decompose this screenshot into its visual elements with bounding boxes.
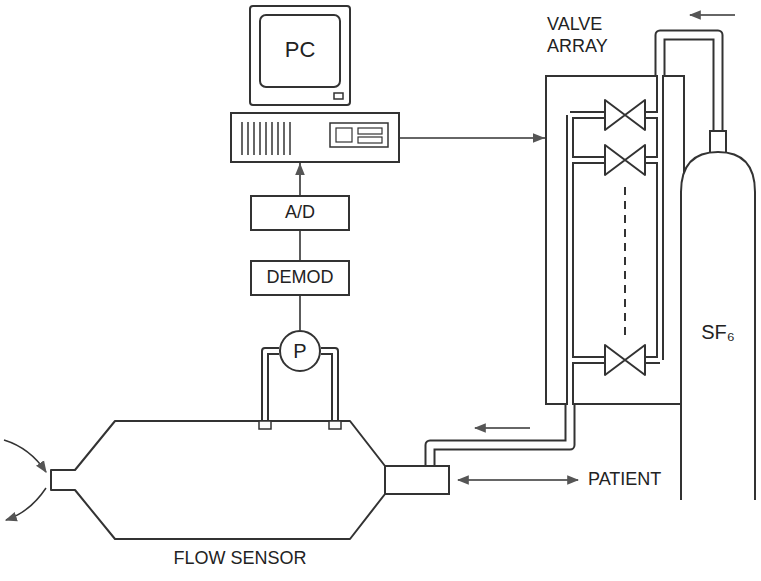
- pressure-transducer: P: [279, 330, 321, 372]
- flow-sensor: FLOW SENSOR: [50, 420, 450, 540]
- gas-tube: [265, 351, 279, 420]
- gas-flow-arrow: [690, 14, 735, 16]
- valve-array: VALVE ARRAY: [545, 75, 685, 405]
- converter-box: A/D: [250, 195, 350, 231]
- gas-tube: [430, 405, 570, 466]
- signal-line: [300, 231, 301, 260]
- demodulator-box: DEMOD: [250, 260, 350, 296]
- signal-line: [300, 296, 301, 330]
- node-label: FLOW SENSOR: [80, 548, 400, 570]
- computer: PC: [230, 5, 400, 163]
- flow-sensor-outline: [50, 420, 450, 540]
- node-label: PC: [250, 37, 350, 63]
- gas-flow-arrow: [475, 427, 530, 429]
- signal-line: [400, 138, 545, 139]
- signal-line: [300, 163, 301, 195]
- node-label: VALVE ARRAY: [547, 13, 647, 57]
- computer-outline: [230, 5, 400, 163]
- gas-cylinder-outline: [680, 130, 756, 500]
- node-label: DEMOD: [267, 267, 334, 289]
- outflow-arrow: [6, 488, 46, 520]
- valve-array-outline: [545, 75, 685, 405]
- patient-flow-arrow: [458, 479, 578, 481]
- inflow-arrow: [4, 440, 46, 472]
- port-label: PATIENT: [586, 469, 663, 490]
- node-label: P: [293, 339, 306, 363]
- node-label: SF₆: [680, 320, 756, 344]
- gas-cylinder: SF₆: [680, 130, 756, 500]
- node-label: A/D: [285, 202, 315, 224]
- gas-tube: [321, 351, 335, 420]
